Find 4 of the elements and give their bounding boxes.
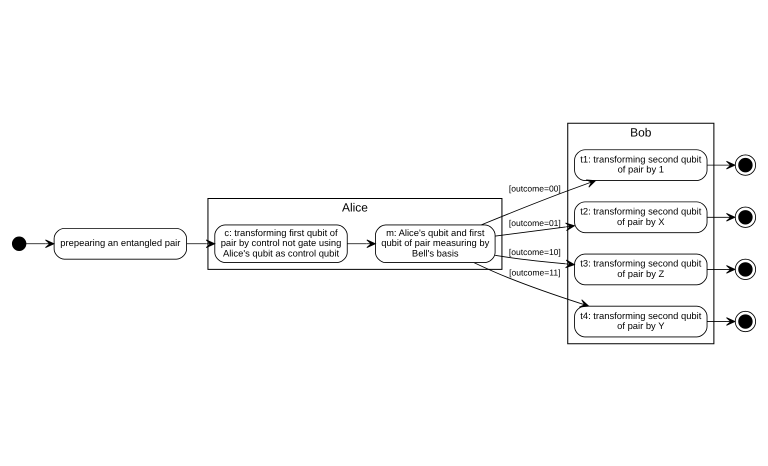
- edge-label: [outcome=00]: [508, 183, 561, 194]
- edge-label: [outcome=10]: [508, 246, 561, 256]
- edge-label: [outcome=01]: [508, 217, 561, 228]
- edge-label: [outcome=11]: [509, 266, 560, 277]
